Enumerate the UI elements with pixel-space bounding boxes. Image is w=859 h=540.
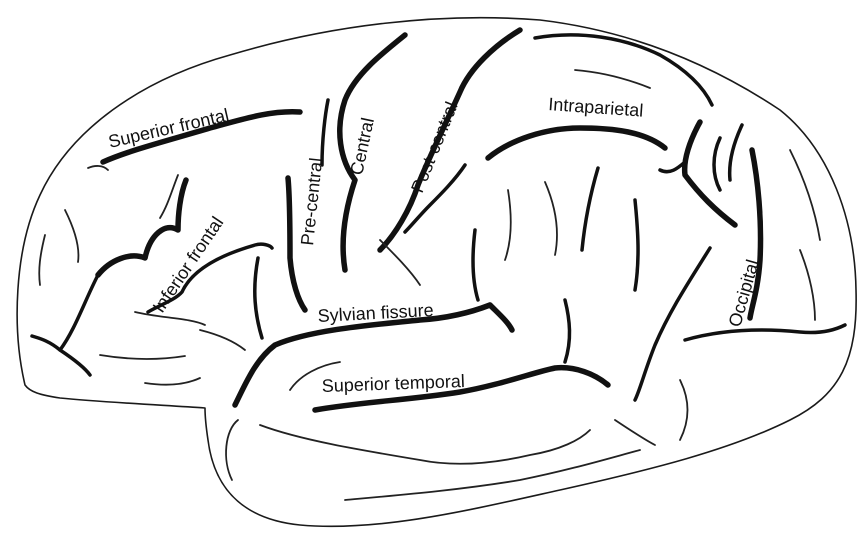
frontal-operculum: [255, 258, 262, 338]
lateral-occipital-sulcus: [685, 325, 845, 340]
label-pre-central: Pre-central: [297, 157, 326, 247]
angular-minor: [680, 380, 688, 440]
superior-temporal-branch: [565, 300, 570, 362]
angular-sulcus: [635, 200, 638, 290]
parietal-minor-2: [545, 182, 557, 255]
precentral-upper: [322, 100, 328, 165]
occipital-upper: [730, 125, 742, 180]
parieto-occipital-sulcus: [685, 122, 735, 225]
occipital-minor-2: [800, 250, 815, 320]
orbital-sulcus-4: [200, 330, 245, 350]
label-superior-frontal: Superior frontal: [106, 105, 230, 152]
frontal-pole-minor-2: [65, 210, 78, 262]
middle-temporal-sulcus: [260, 425, 590, 464]
inferior-temporal-sulcus: [345, 450, 640, 500]
label-central: Central: [346, 116, 378, 177]
intraparietal-branch: [660, 162, 685, 172]
occipital-hook: [714, 138, 720, 190]
label-intraparietal: Intraparietal: [548, 94, 644, 121]
parietal-minor-1: [505, 190, 511, 260]
postcentral-sulcus: [380, 30, 520, 250]
postcentral-minor: [380, 240, 420, 285]
supramarginal-sulcus: [582, 168, 598, 250]
sylvian-posterior-ramus: [490, 305, 512, 330]
temporal-minor-2: [615, 420, 655, 445]
sylvian-ascending-ramus: [473, 230, 478, 300]
inferior-frontal-sulcus: [98, 180, 186, 275]
superior-frontal-branch: [88, 166, 108, 170]
frontal-minor-1: [160, 175, 178, 218]
occipital-minor-1: [790, 150, 820, 240]
intraparietal-sulcus: [488, 128, 665, 158]
orbital-sulcus: [135, 312, 205, 325]
inferior-occipital: [635, 248, 710, 400]
orbital-sulcus-3: [145, 378, 200, 385]
parietal-minor-top: [575, 70, 650, 88]
frontal-pole-sulcus: [32, 275, 98, 350]
temporal-pole-edge: [226, 420, 238, 480]
brain-outline: [17, 18, 856, 527]
frontal-pole-lower: [60, 350, 90, 375]
orbital-sulcus-2: [100, 355, 185, 359]
frontal-pole-minor: [39, 235, 45, 285]
